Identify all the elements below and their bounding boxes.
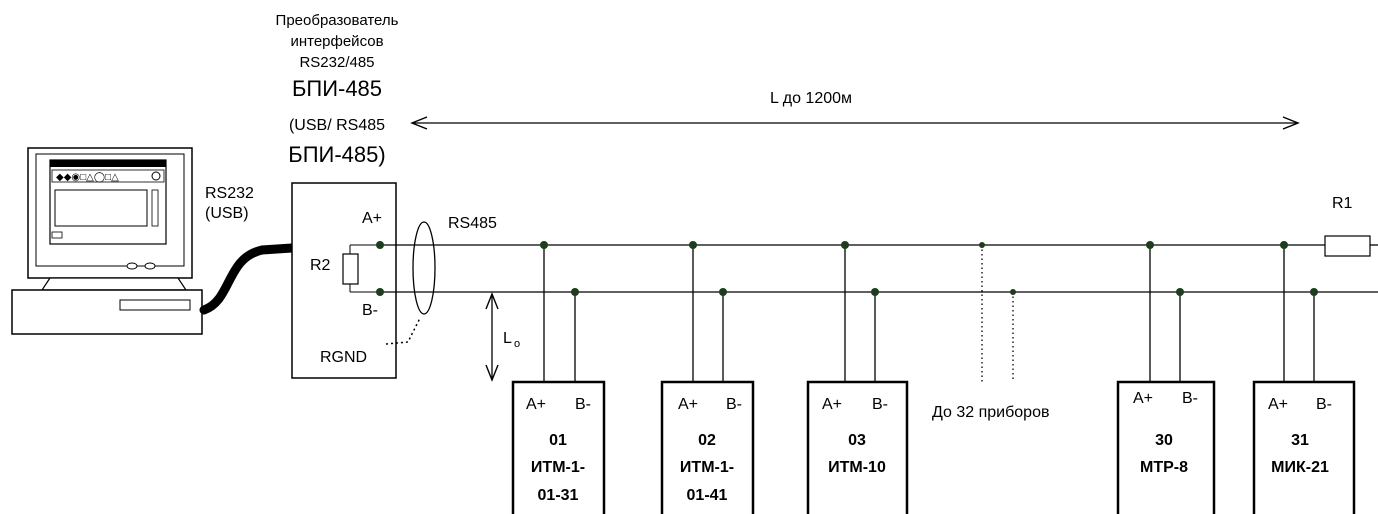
device-name-line: ИТМ-1- [680, 459, 734, 476]
device-01: A+ B- 01 ИТМ-1- 01-31 [511, 241, 606, 514]
computer-icon: ◆◆◉□△◯□△ [11, 147, 203, 335]
converter-title-line: Преобразователь [276, 12, 399, 29]
pc-link-label-line2: (USB) [205, 205, 249, 222]
device-address: 31 [1291, 432, 1309, 449]
device-name-line: ИТМ-1- [531, 459, 585, 476]
converter-port-b: B- [362, 302, 378, 319]
device-address: 01 [549, 432, 567, 449]
device-pin-a: A+ [1268, 396, 1288, 413]
bus-label: RS485 [448, 215, 497, 232]
resistor-r2 [342, 244, 380, 293]
device-03: A+ B- 03 ИТМ-10 [806, 241, 909, 514]
device-name-line: 01-41 [687, 487, 728, 504]
usb-cable [199, 243, 297, 315]
converter-alt-line2: БПИ-485) [288, 142, 385, 167]
node [376, 241, 384, 249]
device-address: 30 [1155, 432, 1173, 449]
node [979, 242, 985, 248]
device-pin-a: A+ [678, 396, 698, 413]
device-30: A+ B- 30 МТР-8 [1116, 241, 1216, 514]
resistor-r1-label: R1 [1332, 195, 1353, 212]
device-31: A+ B- 31 МИК-21 [1252, 241, 1356, 514]
resistor-r2-label: R2 [310, 257, 331, 274]
resistor-r1 [1324, 235, 1378, 257]
converter-title: Преобразователь интерфейсов RS232/485 БП… [276, 12, 399, 167]
device-pin-b: B- [726, 396, 742, 413]
device-pin-b: B- [575, 396, 591, 413]
device-name-line: МИК-21 [1271, 459, 1329, 476]
svg-text:◆◆◉□△◯□△: ◆◆◉□△◯□△ [56, 172, 119, 183]
device-pin-a: A+ [526, 396, 546, 413]
stub-length-subscript: о [514, 338, 520, 350]
device-name-line: 01-31 [538, 487, 579, 504]
node [1010, 289, 1016, 295]
more-devices-label: До 32 приборов [932, 404, 1049, 421]
device-address: 02 [698, 432, 716, 449]
node [376, 288, 384, 296]
device-pin-b: B- [1316, 396, 1332, 413]
device-pin-a: A+ [1133, 390, 1153, 407]
device-name-line: ИТМ-10 [828, 459, 886, 476]
bus-length-label: L до 1200м [770, 90, 852, 107]
pc-link-label-line1: RS232 [205, 185, 254, 202]
device-pin-a: A+ [822, 396, 842, 413]
ground-label: RGND [320, 349, 367, 366]
converter-model: БПИ-485 [292, 76, 382, 101]
twisted-pair-ellipse [412, 221, 436, 315]
device-pin-b: B- [1182, 390, 1198, 407]
stub-length-label: L [503, 330, 512, 347]
device-02: A+ B- 02 ИТМ-1- 01-41 [660, 241, 755, 514]
device-name-line: МТР-8 [1140, 459, 1188, 476]
converter-title-line: RS232/485 [299, 54, 374, 71]
device-address: 03 [848, 432, 866, 449]
device-pin-b: B- [872, 396, 888, 413]
converter-title-line: интерфейсов [290, 33, 383, 50]
converter-alt-line1: (USB/ RS485 [289, 117, 385, 134]
converter-port-a: A+ [362, 210, 382, 227]
